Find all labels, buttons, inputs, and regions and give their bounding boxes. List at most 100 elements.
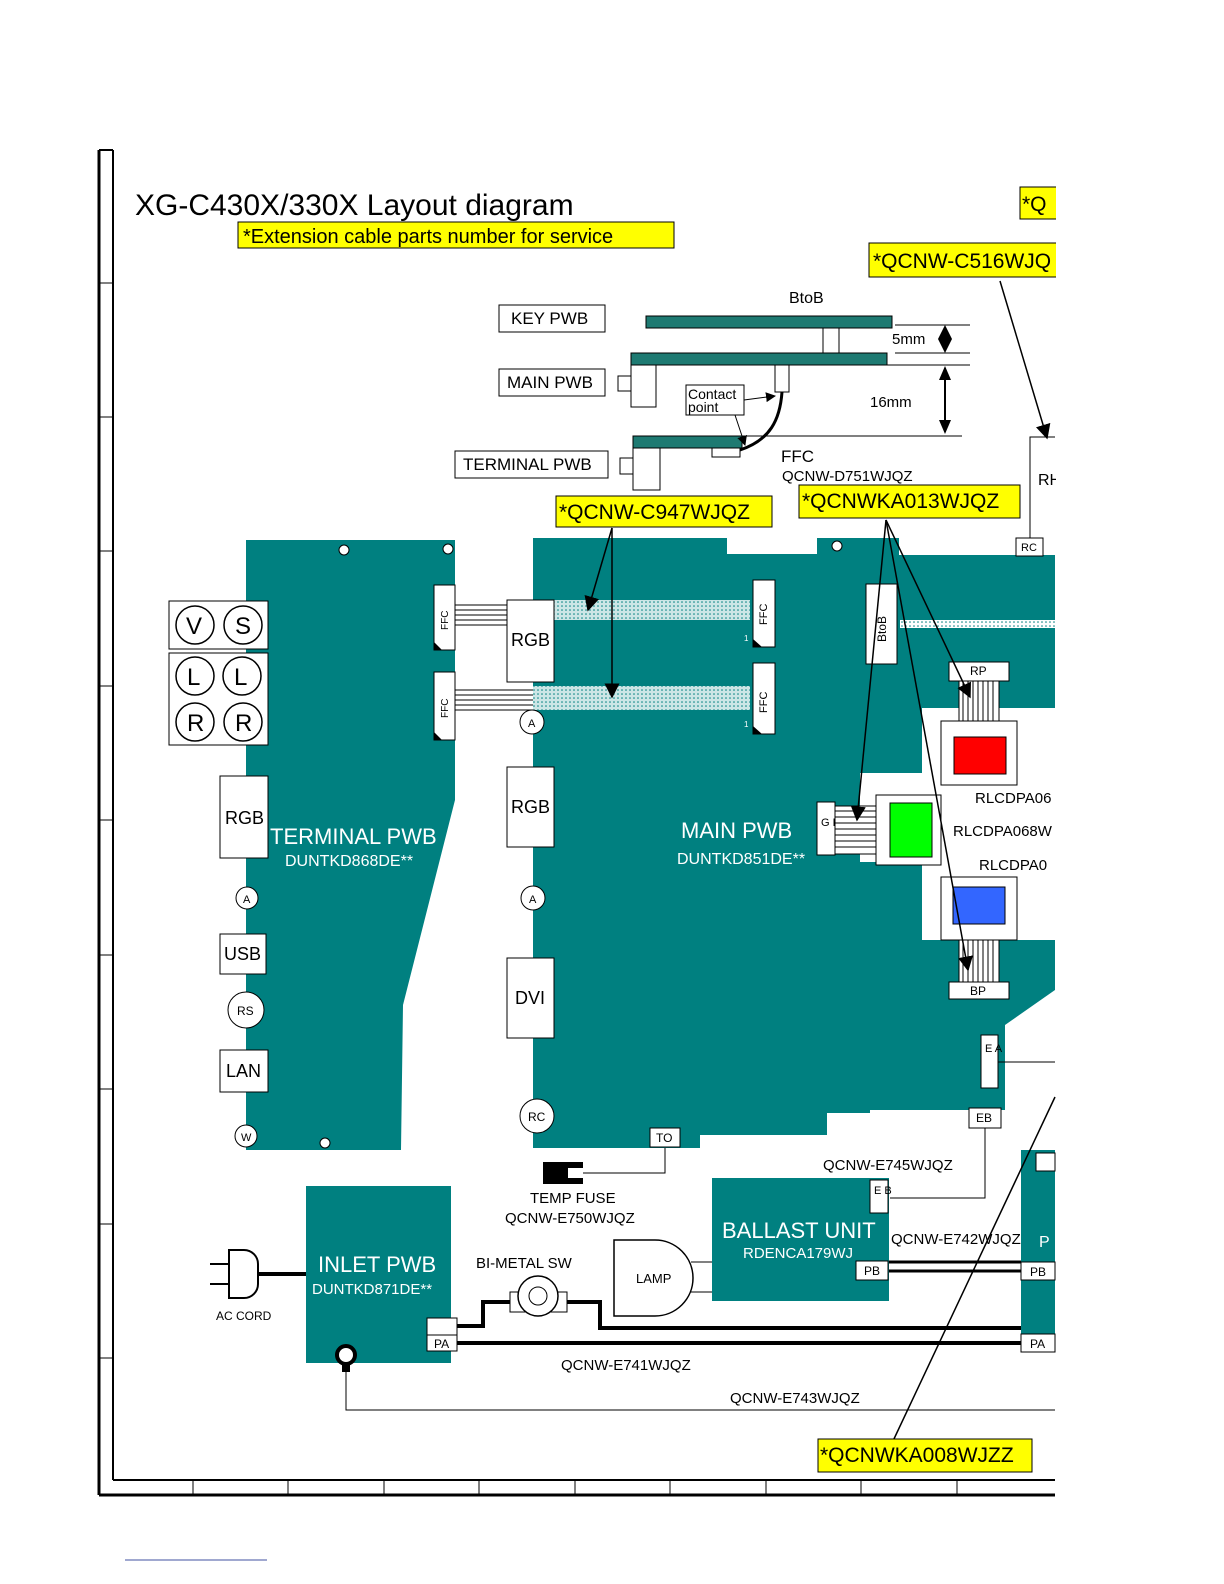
main-board-jack-small (617, 375, 632, 392)
wire-e741-upper (457, 1300, 510, 1328)
service-note: *Extension cable parts number for servic… (243, 226, 613, 248)
usb-port-label: USB (224, 944, 261, 964)
main-to-label: TO (656, 1131, 672, 1145)
cable-e743-label: QCNW-E743WJQZ (730, 1390, 860, 1407)
main-btob-connector (865, 583, 898, 665)
terminal-pwb-part: DUNTKD868DE** (285, 853, 413, 870)
ffc-cable (739, 391, 784, 452)
inlet-pwb: INLET PWB DUNTKD871DE** PA (306, 1186, 458, 1372)
lcd-blue-part: RLCDPA0 (979, 857, 1047, 874)
bp-label: BP (970, 984, 986, 998)
terminal-pwb-name: TERMINAL PWB (270, 824, 437, 849)
ka013-box (798, 484, 1021, 519)
main-pwb: MAIN PWB DUNTKD851DE** RGB A RGB A DVI R… (506, 537, 1055, 1148)
ka008-label: *QCNWKA008WJZZ (820, 1444, 1014, 1467)
main-to-connector (649, 1127, 681, 1148)
bimetal-label: BI-METAL SW (476, 1255, 573, 1272)
terminal-ffc-1 (433, 584, 456, 651)
rh-label: RH (1038, 472, 1061, 489)
main-dvi-port (506, 957, 555, 1039)
cable-e743 (345, 1372, 1055, 1411)
cut-label-box-q (1019, 186, 1061, 220)
c516-box (868, 242, 1060, 278)
inlet-pwb-name: INLET PWB (318, 1252, 436, 1277)
right-pa-label: PA (1030, 1337, 1045, 1351)
btob-trace (900, 620, 1055, 628)
jack-s: S (235, 613, 251, 640)
key-board-bar (645, 315, 893, 329)
btob-connector (822, 327, 840, 354)
terminal-ffc-2-label: FFC (440, 699, 451, 718)
wire-bimetal-out (567, 1300, 1021, 1330)
c947-box (555, 495, 773, 528)
rgb-port-label: RGB (225, 808, 264, 828)
lcd-green (889, 802, 933, 858)
main-board-bar (630, 352, 888, 366)
main-rc-top-connector (1015, 537, 1044, 557)
ac-cord-label: AC CORD (216, 1309, 272, 1323)
contact-arrow-1 (743, 392, 776, 403)
btob-label: BtoB (789, 290, 824, 307)
temp-fuse-label: TEMP FUSE (530, 1190, 616, 1207)
rgb-port (219, 775, 269, 859)
cable-e741-label: QCNW-E741WJQZ (561, 1357, 691, 1374)
terminal-pwb: TERMINAL PWB DUNTKD868DE** FFC FFC (246, 540, 456, 1150)
dim-16mm-label: 16mm (870, 394, 912, 411)
bp-connector (948, 981, 1010, 1000)
terminal-ffc-2 (433, 671, 456, 741)
pwb-stack-side-view: KEY PWB MAIN PWB TERMINAL PWB BtoB Conta… (454, 290, 970, 491)
jack-r2: R (235, 710, 252, 737)
usb-port (219, 933, 267, 975)
lamp-label: LAMP (636, 1271, 671, 1286)
eb-label: EB (976, 1111, 992, 1125)
key-pwb-tag-box (498, 304, 606, 333)
port-a-label: A (243, 894, 251, 906)
main-ffc-2-pin: 1 (744, 720, 749, 729)
ground-terminal (335, 1344, 357, 1366)
callout-arrows (584, 519, 973, 972)
main-ffc-1-label: FFC (758, 604, 770, 625)
temp-fuse-part: QCNW-E750WJQZ (505, 1210, 635, 1227)
jack-r1: R (187, 710, 204, 737)
page-title: XG-C430X/330X Layout diagram (135, 189, 574, 222)
ka008-box (817, 1438, 1033, 1473)
dim-5mm-label: 5mm (892, 331, 925, 348)
lan-port (219, 1049, 269, 1093)
cable-e742-label: QCNW-E742WJQZ (891, 1231, 1021, 1248)
contact-label-1: Contact (688, 386, 736, 402)
temp-fuse: TEMP FUSE QCNW-E750WJQZ (505, 1148, 666, 1227)
main-pwb-tag: MAIN PWB (507, 373, 593, 392)
main-pwb-part: DUNTKD851DE** (677, 851, 805, 868)
ballast-pb-connector (855, 1260, 889, 1281)
main-rc-label: RC (528, 1110, 546, 1124)
lcd-blue (952, 886, 1006, 925)
inlet-pa-label: PA (434, 1337, 449, 1351)
main-ffc-2 (752, 662, 776, 735)
main-rgb-2-label: RGB (511, 797, 550, 817)
cut-label-q: *Q (1022, 193, 1047, 216)
ballast-unit: BALLAST UNIT RDENCA179WJ E B PB (712, 1178, 892, 1301)
jack-l2: L (234, 664, 247, 691)
dim-16mm-head-top (939, 366, 951, 380)
main-a1-label: A (528, 718, 536, 730)
terminal-pwb-board (246, 540, 455, 1150)
main-ffc-1-pin: 1 (744, 634, 749, 643)
terminal-ffc-1-label: FFC (440, 611, 451, 630)
ac-cord: AC CORD (210, 1249, 306, 1323)
ffc-label: FFC (781, 447, 814, 466)
dim-5mm-arrow (938, 325, 952, 353)
main-rgb-port-2 (506, 766, 555, 848)
inlet-pwb-part: DUNTKD871DE** (312, 1281, 432, 1298)
main-pwb-name: MAIN PWB (681, 818, 792, 843)
right-partial-board: PB PA P (1020, 1150, 1056, 1353)
cable-e745 (890, 1128, 986, 1199)
lamp: LAMP (613, 1239, 712, 1317)
main-pwb-tag-box (498, 368, 606, 397)
ballast-eb-connector (869, 1179, 889, 1214)
ballast-pb-label: PB (864, 1264, 880, 1278)
main-ffc-connector (774, 364, 790, 393)
lcd-red-part: RLCDPA06 (975, 790, 1051, 807)
key-pwb-tag: KEY PWB (511, 309, 588, 328)
cable-e745-label: QCNW-E745WJQZ (823, 1157, 953, 1174)
main-ffc-2-label: FFC (758, 692, 770, 713)
